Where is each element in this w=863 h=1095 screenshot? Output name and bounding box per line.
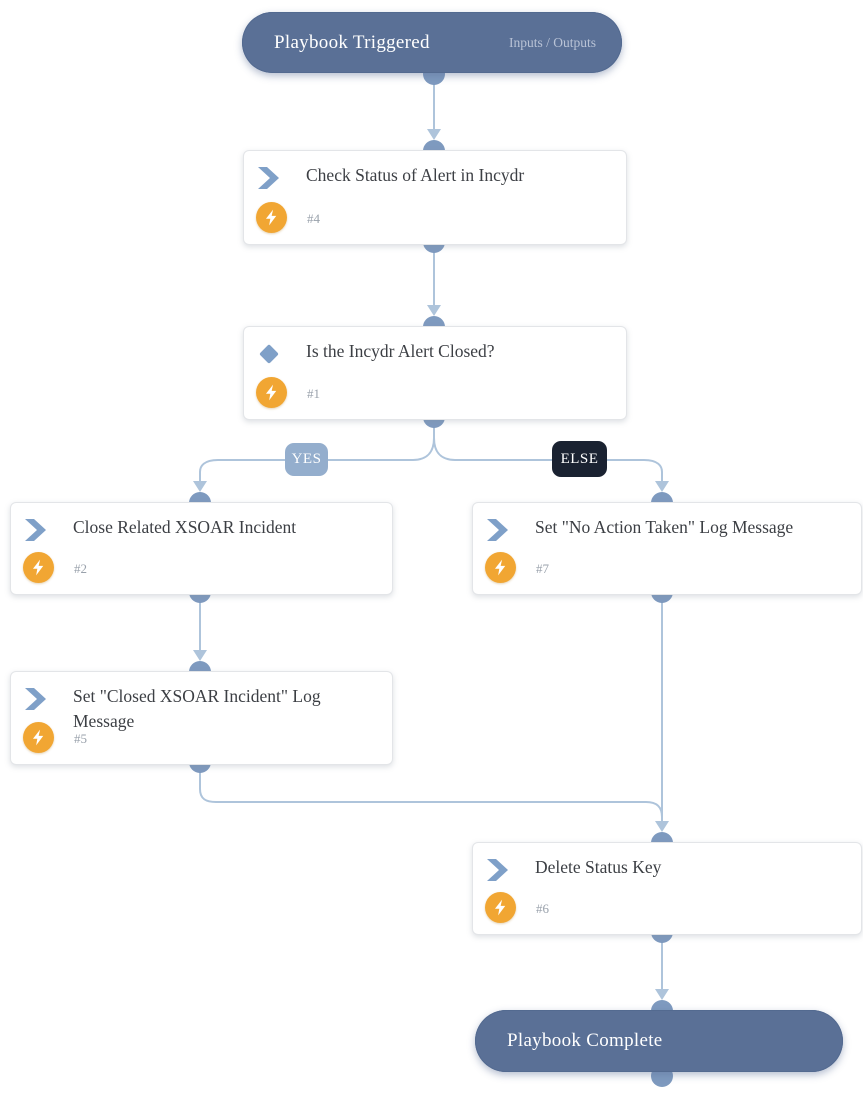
chevron-right-icon <box>486 858 510 882</box>
task-id: #6 <box>536 901 549 916</box>
branch-label-else: ELSE <box>552 441 607 477</box>
lightning-bolt-icon <box>485 552 516 583</box>
condition-is-alert-closed[interactable]: Is the Incydr Alert Closed? #1 <box>243 326 627 420</box>
task-id: #2 <box>74 561 87 576</box>
task-close-related-incident[interactable]: Close Related XSOAR Incident #2 <box>10 502 393 595</box>
task-id: #7 <box>536 561 549 576</box>
lightning-bolt-icon <box>256 377 287 408</box>
task-id: #1 <box>307 386 320 401</box>
task-delete-status-key[interactable]: Delete Status Key #6 <box>472 842 862 935</box>
task-set-closed-incident-log[interactable]: Set "Closed XSOAR Incident" Log Message … <box>10 671 393 765</box>
task-title: Check Status of Alert in Incydr <box>306 165 525 185</box>
inputs-outputs-link[interactable]: Inputs / Outputs <box>508 34 596 50</box>
chevron-right-icon <box>24 518 48 542</box>
lightning-bolt-icon <box>256 202 287 233</box>
task-id: #5 <box>74 731 87 746</box>
footer-title: Playbook Complete <box>507 1030 663 1051</box>
task-set-no-action-log[interactable]: Set "No Action Taken" Log Message #7 <box>472 502 862 595</box>
arrowhead-icons <box>193 129 669 1000</box>
task-title: Set "Closed XSOAR Incident" Log Message <box>73 686 321 731</box>
header-title: Playbook Triggered <box>274 31 430 53</box>
chevron-right-icon <box>257 166 281 190</box>
lightning-bolt-icon <box>23 722 54 753</box>
playbook-triggered-header[interactable]: Playbook Triggered Inputs / Outputs <box>242 12 622 73</box>
task-title: Delete Status Key <box>535 857 662 877</box>
connector-lines <box>199 74 663 991</box>
chevron-right-icon <box>24 687 48 711</box>
playbook-complete-footer[interactable]: Playbook Complete <box>475 1010 843 1072</box>
task-title: Close Related XSOAR Incident <box>73 517 297 537</box>
task-title: Set "No Action Taken" Log Message <box>535 517 794 537</box>
lightning-bolt-icon <box>23 552 54 583</box>
diamond-condition-icon <box>257 342 281 366</box>
task-check-status-of-alert[interactable]: Check Status of Alert in Incydr #4 <box>243 150 627 245</box>
lightning-bolt-icon <box>485 892 516 923</box>
task-id: #4 <box>307 211 320 226</box>
branch-label-yes: YES <box>285 443 328 476</box>
chevron-right-icon <box>486 518 510 542</box>
task-title: Is the Incydr Alert Closed? <box>306 341 495 361</box>
